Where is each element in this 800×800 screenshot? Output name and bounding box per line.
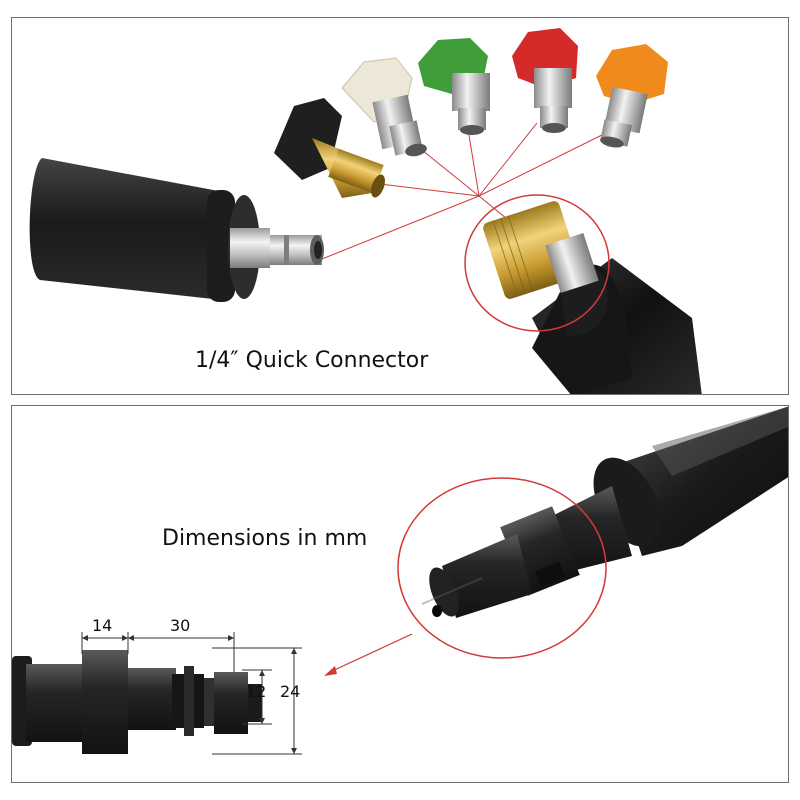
nozzle-tip-black [274,98,385,198]
top-product-illustration [29,28,702,394]
wand-with-coupler [483,201,702,394]
nozzle-tip-green [418,38,490,135]
top-panel: 1/4″ Quick Connector [11,17,789,395]
highlight-circle [464,194,610,332]
quick-connector-caption: 1/4″ Quick Connector [195,348,429,373]
dimension-lines [81,632,302,755]
dimension-label-12: 12 [246,682,267,701]
callout-lines [311,122,613,264]
highlight-circle [397,477,607,659]
fitting-side-profile [12,650,262,754]
nozzle-tip-red [512,28,578,133]
wand-end-large [421,406,788,618]
callout-arrow-line [329,633,413,673]
dimension-label-24: 24 [280,682,301,701]
bottom-product-illustration [12,406,788,755]
callout-arrow-head [324,666,337,676]
turbo-nozzle [29,158,324,302]
nozzle-tip-white [341,57,427,157]
dimension-label-30: 30 [170,616,191,635]
dimension-arrowheads [82,635,297,754]
dimensions-caption: Dimensions in mm [162,526,368,551]
nozzle-tip-orange [596,44,668,148]
dimension-label-14: 14 [92,616,113,635]
bottom-panel: Dimensions in mm 14 30 12 24 [11,405,789,783]
